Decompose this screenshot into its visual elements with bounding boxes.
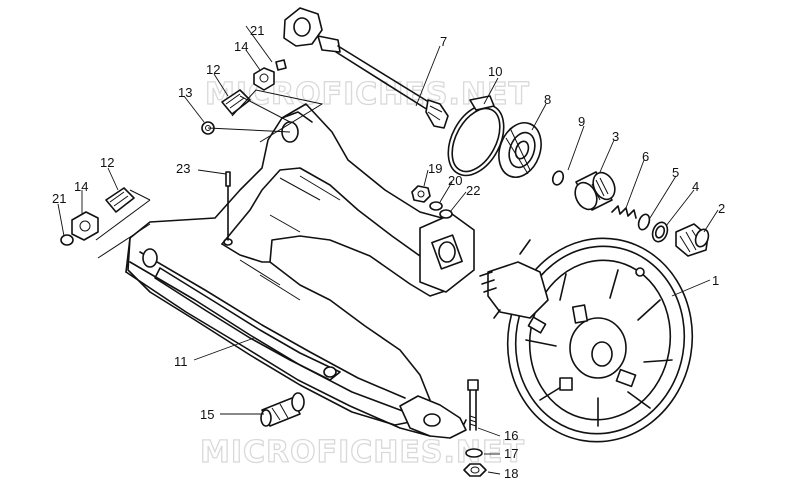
callout-14-left: 14 [74,179,88,194]
callout-11: 11 [174,354,188,369]
bushing-part [260,392,305,427]
pinion-part [675,223,710,257]
washer-22-part [439,209,453,219]
callout-20: 20 [448,173,462,188]
callout-18: 18 [504,466,518,481]
hub-part [479,237,694,443]
ring-part [551,170,565,186]
leader-lines [57,25,719,475]
callout-13: 13 [178,85,192,100]
shim-part [651,221,669,243]
adjuster-top-part [201,59,324,143]
callout-16: 16 [504,428,518,443]
callout-17: 17 [504,446,518,461]
callout-21-left: 21 [52,191,66,206]
callouts: 1 2 3 4 5 6 7 8 9 10 11 12 12 13 14 14 1… [52,23,725,481]
callout-19: 19 [428,161,442,176]
callout-15: 15 [200,407,214,422]
drive-shaft-part [283,7,449,129]
callout-4: 4 [692,179,699,194]
bolt-part [467,379,479,431]
spring-part [611,205,637,219]
boot-part [498,122,542,178]
coupling-part [574,171,616,211]
callout-12-top: 12 [206,62,220,77]
washer-part [637,213,651,231]
clamp-part [447,95,505,177]
callout-22: 22 [466,183,480,198]
callout-6: 6 [642,149,649,164]
callout-8: 8 [544,92,551,107]
callout-3: 3 [612,129,619,144]
washer-17-part [465,448,483,458]
swing-arm-part [125,103,475,439]
adjuster-left-part [60,187,151,259]
callout-14-top: 14 [234,39,248,54]
callout-23: 23 [176,161,190,176]
callout-9: 9 [578,114,585,129]
callout-7: 7 [440,34,447,49]
washer-20-part [429,201,443,211]
nut-18-part [463,463,487,477]
callout-1: 1 [712,273,719,288]
pin-23-part [225,171,231,241]
callout-12-left: 12 [100,155,114,170]
callout-5: 5 [672,165,679,180]
callout-21-top: 21 [250,23,264,38]
callout-2: 2 [718,201,725,216]
nut-19-part [411,185,431,203]
callout-10: 10 [488,64,502,79]
